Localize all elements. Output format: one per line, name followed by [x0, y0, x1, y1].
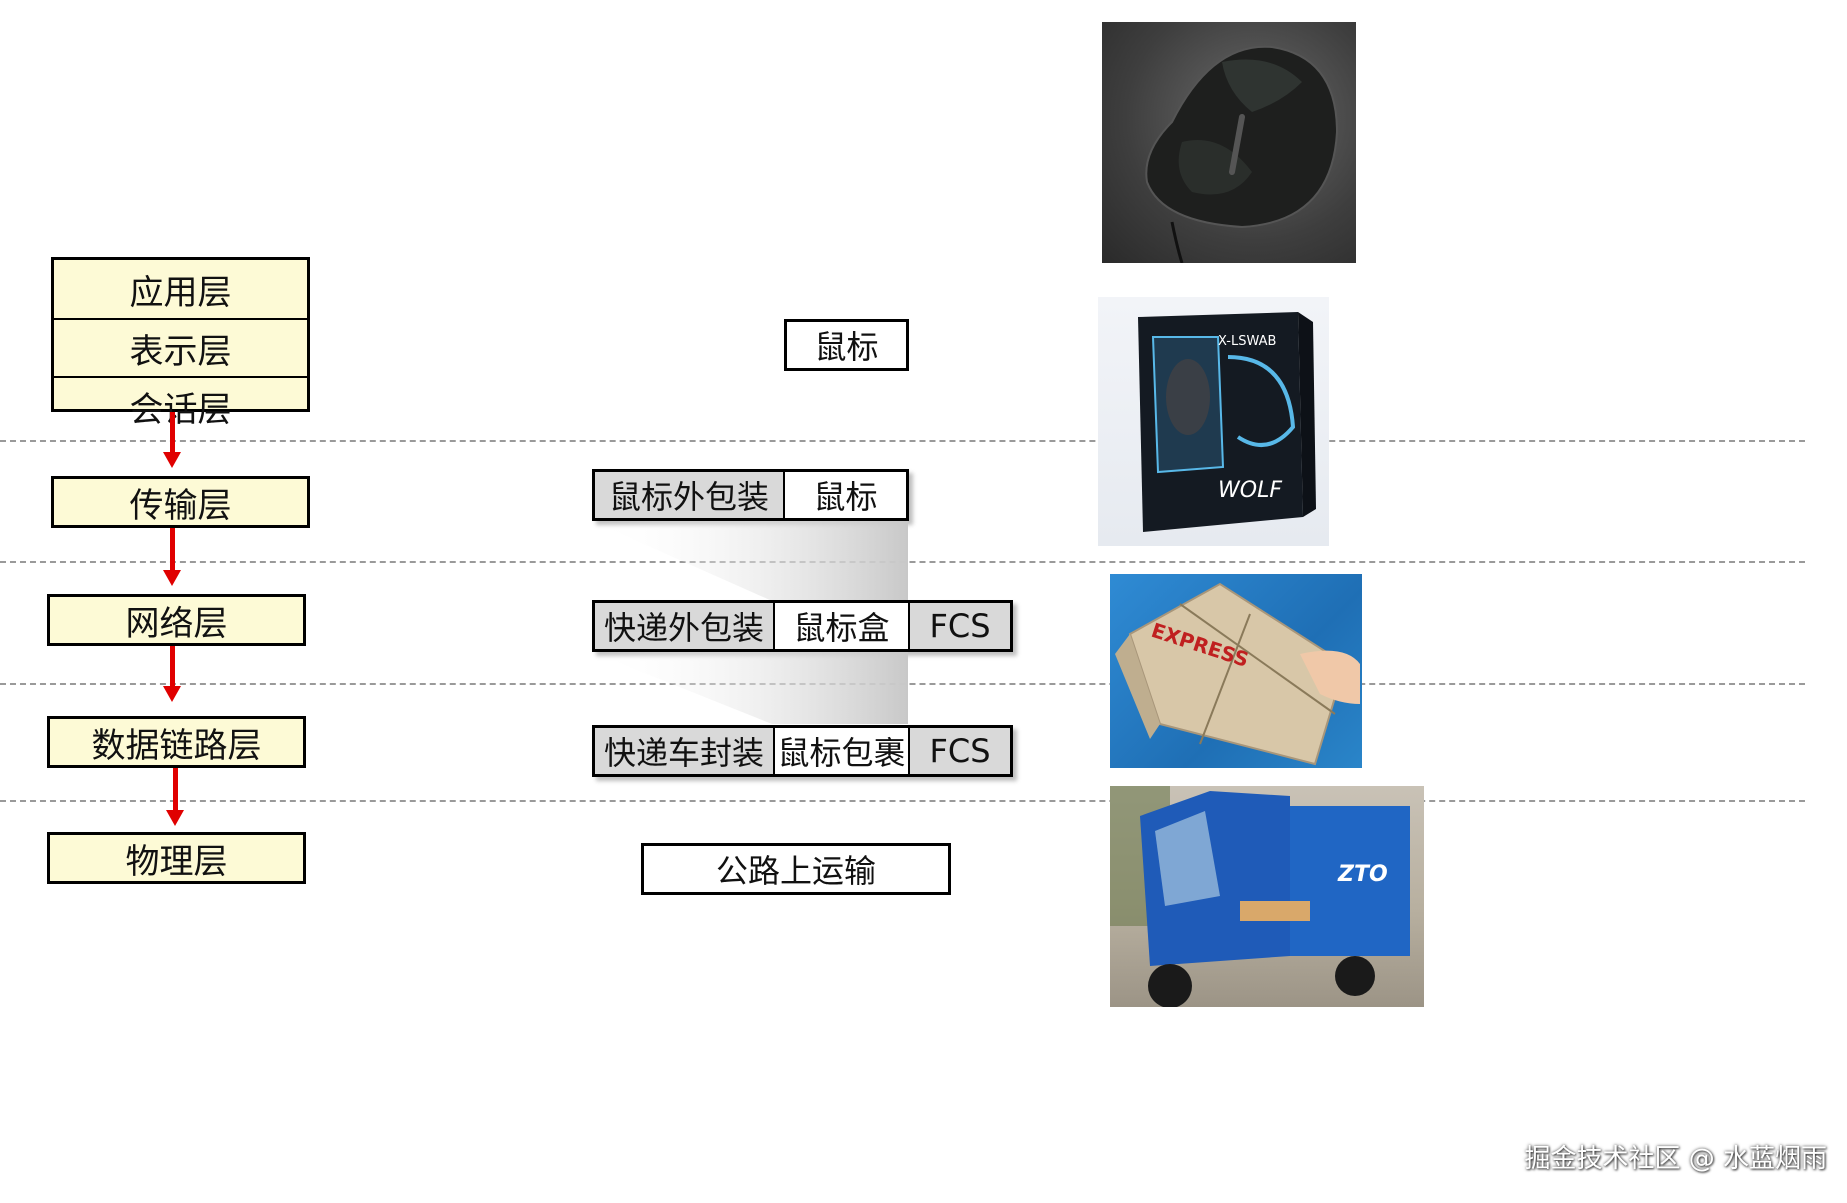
- app-data-box: 鼠标: [784, 319, 909, 371]
- upper-layers-group: 应用层 表示层 会话层: [51, 257, 310, 430]
- separator-line: [0, 800, 1805, 802]
- separator-line: [0, 440, 1805, 442]
- delivery-tricycle-icon: ZTO: [1110, 786, 1410, 1007]
- data-link-frame-box: 快递车封装 鼠标包裹 FCS: [592, 725, 1013, 777]
- app-data-label: 鼠标: [787, 322, 906, 368]
- layer-network: 网络层: [47, 594, 306, 646]
- mouse-box-photo: X-LSWAB WOLF: [1098, 297, 1329, 546]
- express-package-photo: EXPRESS: [1110, 574, 1362, 768]
- delivery-van-photo: ZTO: [1110, 786, 1424, 1007]
- mouse-box-icon: X-LSWAB WOLF: [1138, 312, 1316, 532]
- transport-header: 鼠标外包装: [595, 472, 783, 518]
- mouse-box-model-text: WOLF: [1218, 478, 1282, 503]
- layer-session: 会话层: [54, 376, 307, 434]
- transport-payload: 鼠标: [783, 472, 906, 518]
- layer-transport: 传输层: [51, 476, 310, 528]
- mouse-box-brand-text: X-LSWAB: [1218, 334, 1276, 349]
- data-link-trailer: FCS: [908, 728, 1010, 774]
- network-packet-box: 快递外包装 鼠标盒 FCS: [592, 600, 1013, 652]
- data-link-payload: 鼠标包裹: [773, 728, 908, 774]
- transport-segment-box: 鼠标外包装 鼠标: [592, 469, 909, 521]
- encapsulation-wedge: [592, 521, 908, 601]
- van-brand-text: ZTO: [1337, 862, 1388, 887]
- network-payload: 鼠标盒: [773, 603, 908, 649]
- data-link-header: 快递车封装: [595, 728, 773, 774]
- layer-data-link: 数据链路层: [47, 716, 306, 768]
- network-header: 快递外包装: [595, 603, 773, 649]
- package-icon: EXPRESS: [1115, 582, 1360, 766]
- mouse-icon: [1145, 45, 1339, 263]
- layer-presentation: 表示层: [54, 318, 307, 376]
- encapsulation-wedge: [592, 652, 908, 724]
- network-trailer: FCS: [908, 603, 1010, 649]
- mouse-photo: [1102, 22, 1356, 263]
- layer-application: 应用层: [129, 272, 232, 313]
- layer-physical: 物理层: [47, 832, 306, 884]
- physical-transport-box: 公路上运输: [641, 843, 951, 895]
- physical-transport-label: 公路上运输: [644, 846, 948, 892]
- watermark: 掘金技术社区 @ 水蓝烟雨: [1524, 1144, 1827, 1174]
